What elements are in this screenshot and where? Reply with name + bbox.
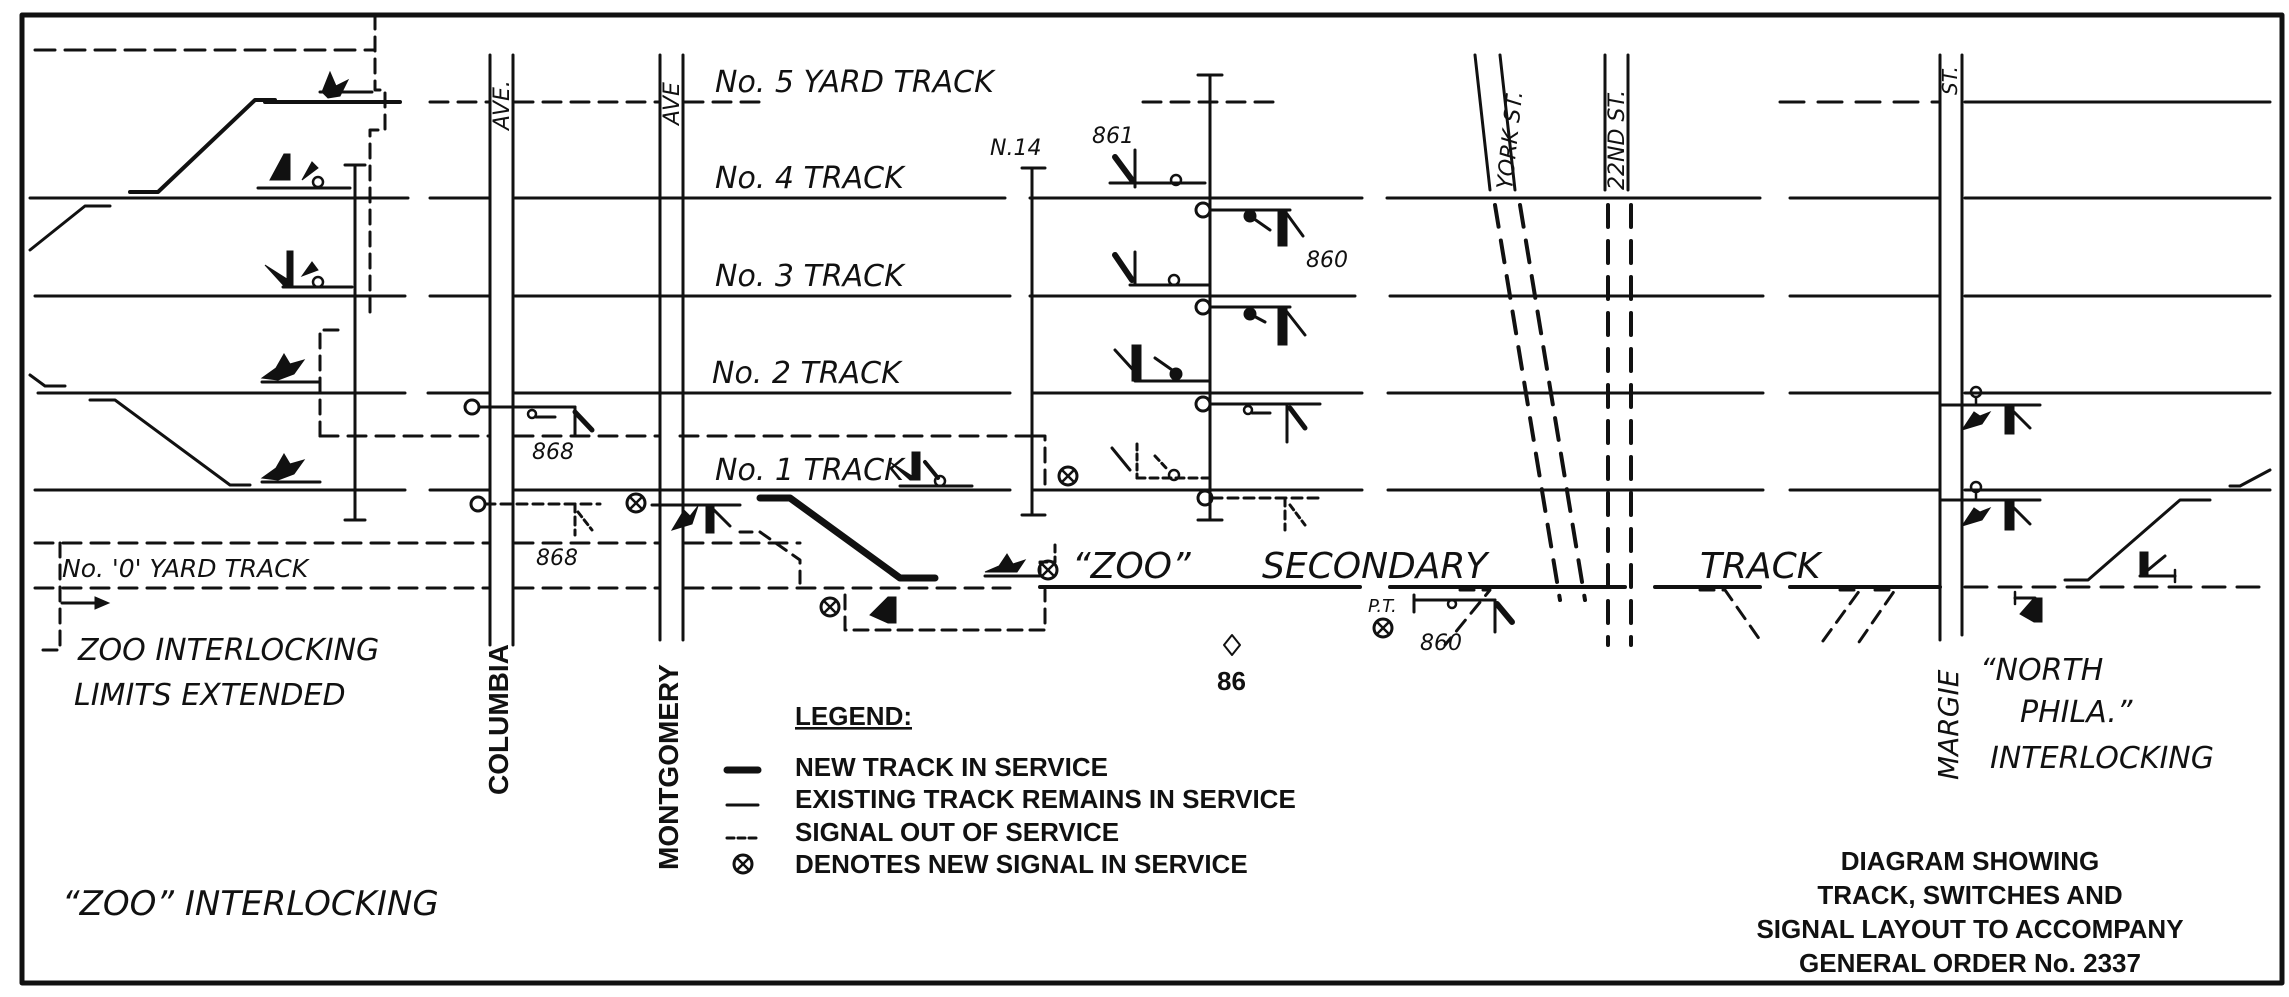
track-label-no2: No. 2 TRACK	[712, 356, 903, 391]
signal-860-lower-label: 860	[1420, 631, 1462, 656]
signal-out-of-service-icon	[1196, 489, 1322, 532]
street-montgomery	[658, 53, 685, 642]
signal-860-upper	[1194, 201, 1305, 247]
semaphore-signal-icon	[1112, 250, 1212, 287]
position-light-signal-icon	[1938, 480, 2042, 531]
marker-86-label: 86	[1217, 666, 1246, 696]
secondary-track-label-secondary: SECONDARY	[1262, 546, 1490, 587]
signal-n14-label: N.14	[990, 136, 1041, 161]
track-no1-dashed-lower	[33, 541, 802, 652]
new-signal-crossed-circle-icon	[819, 596, 841, 618]
track-lines	[28, 13, 2272, 652]
position-light-signal-icon	[260, 453, 322, 484]
signal-860-upper-label: 860	[1306, 248, 1348, 273]
limits-extended-line1: ZOO INTERLOCKING	[77, 633, 379, 668]
legend-symbol-crossed-circle-icon	[732, 853, 754, 875]
north-phila-line1: “NORTH	[1980, 653, 2103, 688]
notes: ZOO INTERLOCKING LIMITS EXTENDED “ZOO” I…	[62, 633, 2214, 924]
columbia-ave-label: AVE.	[490, 80, 515, 132]
legend-item-label: SIGNAL OUT OF SERVICE	[795, 817, 1119, 847]
street-columbia	[488, 53, 515, 647]
track-label-no0: No. '0' YARD TRACK	[62, 554, 311, 583]
track-labels: No. 5 YARD TRACK No. 4 TRACK No. 3 TRACK…	[62, 65, 1823, 587]
limits-extended-line2: LIMITS EXTENDED	[74, 678, 346, 713]
new-signal-crossed-circle-icon	[625, 492, 647, 514]
new-signal-crossed-circle-icon	[1057, 465, 1079, 487]
montgomery-street-label: MONTGOMERY	[653, 664, 684, 870]
position-light-signal-icon	[1938, 385, 2042, 435]
dwarf-signal-icon	[843, 588, 1047, 632]
track-label-no5: No. 5 YARD TRACK	[715, 65, 996, 100]
signal-heads	[60, 70, 2177, 656]
signal-out-of-service-icon	[1110, 442, 1212, 482]
position-light-signal-icon	[318, 70, 374, 99]
legend-item-label: NEW TRACK IN SERVICE	[795, 752, 1108, 782]
signal-868-upper-label: 868	[532, 440, 574, 465]
caption: DIAGRAM SHOWING TRACK, SWITCHES AND SIGN…	[1756, 846, 2183, 978]
montgomery-ave-label: AVE	[660, 82, 685, 127]
signal-pt-label: P.T.	[1368, 596, 1397, 617]
signal-868-upper	[463, 398, 595, 437]
signal-861	[1108, 148, 1207, 189]
street-margie	[1938, 53, 1964, 642]
signal-868-lower-label: 868	[536, 546, 578, 571]
margie-street-label: MARGIE	[1932, 669, 1965, 780]
signal-bridges	[343, 73, 1224, 522]
semaphore-signal-icon	[1194, 395, 1322, 444]
marker-diamond-icon	[1223, 634, 1241, 656]
signal-circuit-dashed	[33, 13, 1047, 492]
position-light-signal-icon	[650, 503, 742, 534]
legend-item-label: EXISTING TRACK REMAINS IN SERVICE	[795, 784, 1296, 814]
switch-crossovers	[28, 98, 2272, 590]
york-st-label: YORK ST.	[1493, 90, 1528, 191]
diagram-border	[19, 12, 2285, 986]
street-labels: AVE. COLUMBIA AVE MONTGOMERY YORK ST. 22…	[483, 66, 1965, 870]
north-phila-line3: INTERLOCKING	[1990, 741, 2214, 776]
signal-860-lower	[1412, 593, 1515, 634]
semaphore-signal-icon	[889, 451, 974, 488]
signal-868-lower-out-of-service	[469, 495, 602, 537]
new-signal-crossed-circle-icon	[1372, 617, 1394, 639]
semaphore-signal-icon	[264, 250, 354, 289]
legend-item-label: DENOTES NEW SIGNAL IN SERVICE	[795, 849, 1248, 879]
columbia-street-label: COLUMBIA	[483, 644, 514, 795]
street-crossings-dashed	[1443, 203, 1897, 647]
caption-line4: GENERAL ORDER No. 2337	[1799, 948, 2141, 978]
semaphore-signal-icon	[1113, 344, 1212, 383]
caption-line1: DIAGRAM SHOWING	[1841, 846, 2100, 876]
secondary-track-label-zoo: “ZOO”	[1072, 546, 1191, 587]
signal-861-label: 861	[1092, 124, 1134, 149]
bridge-york-22nd-top	[1473, 53, 1630, 192]
track-label-no4: No. 4 TRACK	[715, 161, 906, 196]
dwarf-signal-icon	[2138, 551, 2177, 584]
caption-line3: SIGNAL LAYOUT TO ACCOMPANY	[1756, 914, 2183, 944]
semaphore-signal-icon	[256, 153, 352, 190]
north-phila-line2: PHILA.”	[2020, 695, 2133, 730]
zoo-interlocking-title: “ZOO” INTERLOCKING	[62, 884, 439, 924]
margie-st-label: ST.	[1938, 66, 1962, 95]
track-label-no3: No. 3 TRACK	[715, 259, 906, 294]
caption-line2: TRACK, SWITCHES AND	[1817, 880, 2122, 910]
legend-title: LEGEND:	[795, 701, 912, 731]
dwarf-signal-icon	[2013, 590, 2043, 623]
limits-arrow-icon	[60, 596, 111, 610]
new-signal-crossed-circle-icon	[1037, 559, 1059, 581]
semaphore-signal-icon	[1194, 298, 1307, 346]
secondary-track-label-track: TRACK	[1700, 546, 1823, 587]
legend: LEGEND: NEW TRACK IN SERVICE EXISTING TR…	[723, 701, 1296, 879]
signal-labels: N.14 861 860 868 868 P.T. 860 86	[532, 124, 1462, 696]
position-light-signal-icon	[260, 353, 322, 384]
22nd-st-label: 22ND ST.	[1605, 90, 1630, 190]
track-label-no1: No. 1 TRACK	[715, 453, 906, 488]
new-track-crossover	[756, 494, 939, 582]
